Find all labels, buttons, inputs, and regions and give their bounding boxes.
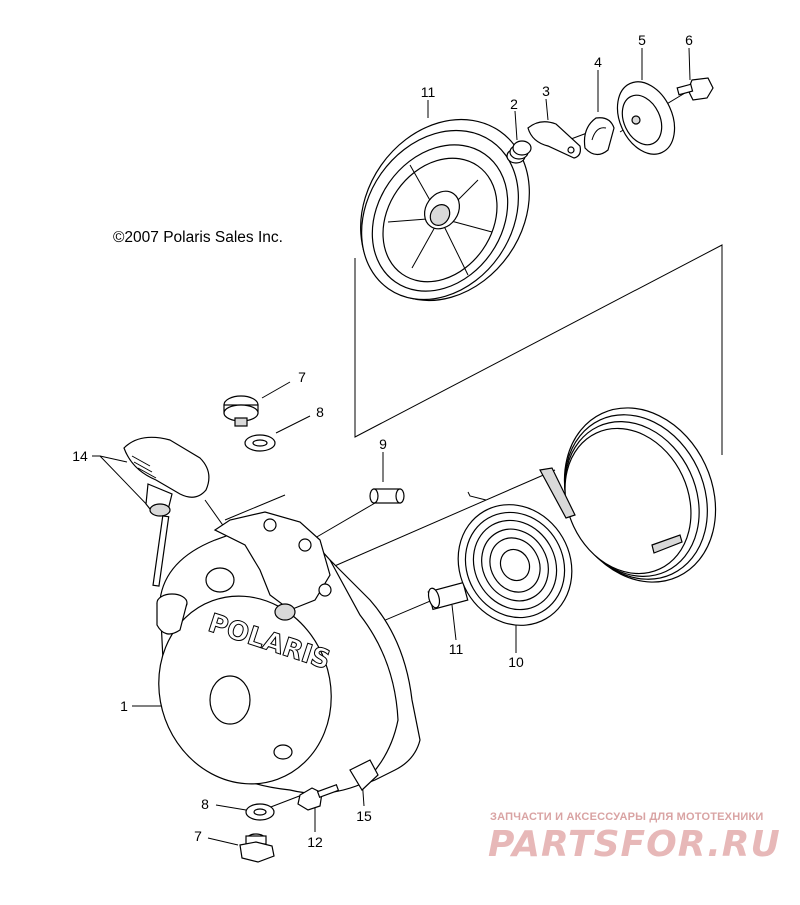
callout-4: 4 (594, 54, 602, 70)
callout-15: 15 (356, 808, 372, 824)
part-2-spring (506, 140, 532, 164)
part-13-pulley (360, 118, 530, 302)
axis-line-upper (329, 469, 556, 569)
part-10-spiral-spring (457, 491, 573, 626)
assembly-frame-line (354, 244, 723, 455)
leader-8-housing (224, 494, 286, 521)
callout-8-lower: 8 (201, 796, 209, 812)
callout-3: 3 (542, 83, 550, 99)
part-7-plug-lower (239, 833, 275, 863)
part-rope-coil (539, 407, 717, 583)
part-8-washer-upper (244, 434, 276, 452)
part-6-bolt (676, 77, 714, 101)
copyright-notice: ©2007 Polaris Sales Inc. (113, 229, 283, 246)
callout-14: 14 (72, 448, 88, 464)
part-3-pawl (527, 121, 581, 159)
watermark-tagline: ЗАПЧАСТИ И АКСЕССУАРЫ ДЛЯ МОТОТЕХНИКИ (490, 811, 764, 823)
part-4-clip (583, 117, 615, 156)
part-1-housing: POLARIS (156, 511, 421, 794)
callout-5: 5 (638, 32, 646, 48)
callout-9: 9 (379, 436, 387, 452)
callout-7-lower: 7 (194, 828, 202, 844)
part-12-bolt (297, 783, 340, 811)
callout-13: 11 (420, 84, 436, 100)
callout-8-upper: 8 (316, 404, 324, 420)
axis-line-9 (314, 502, 376, 539)
watermark-brand: PARTSFOR.RU (488, 824, 781, 865)
callout-12: 12 (307, 834, 323, 850)
callout-10: 10 (508, 654, 524, 670)
part-14-handle (123, 436, 210, 587)
part-5-plate (616, 81, 676, 155)
callout-2: 2 (510, 96, 518, 112)
part-8-washer-lower (245, 803, 275, 821)
part-9-bushing (369, 488, 405, 504)
callout-1: 1 (120, 698, 128, 714)
part-11-bushing (427, 581, 469, 611)
callout-11: 11 (448, 641, 464, 657)
part-7-plug-upper (223, 395, 259, 427)
callout-6: 6 (685, 32, 693, 48)
callout-7-upper: 7 (298, 369, 306, 385)
